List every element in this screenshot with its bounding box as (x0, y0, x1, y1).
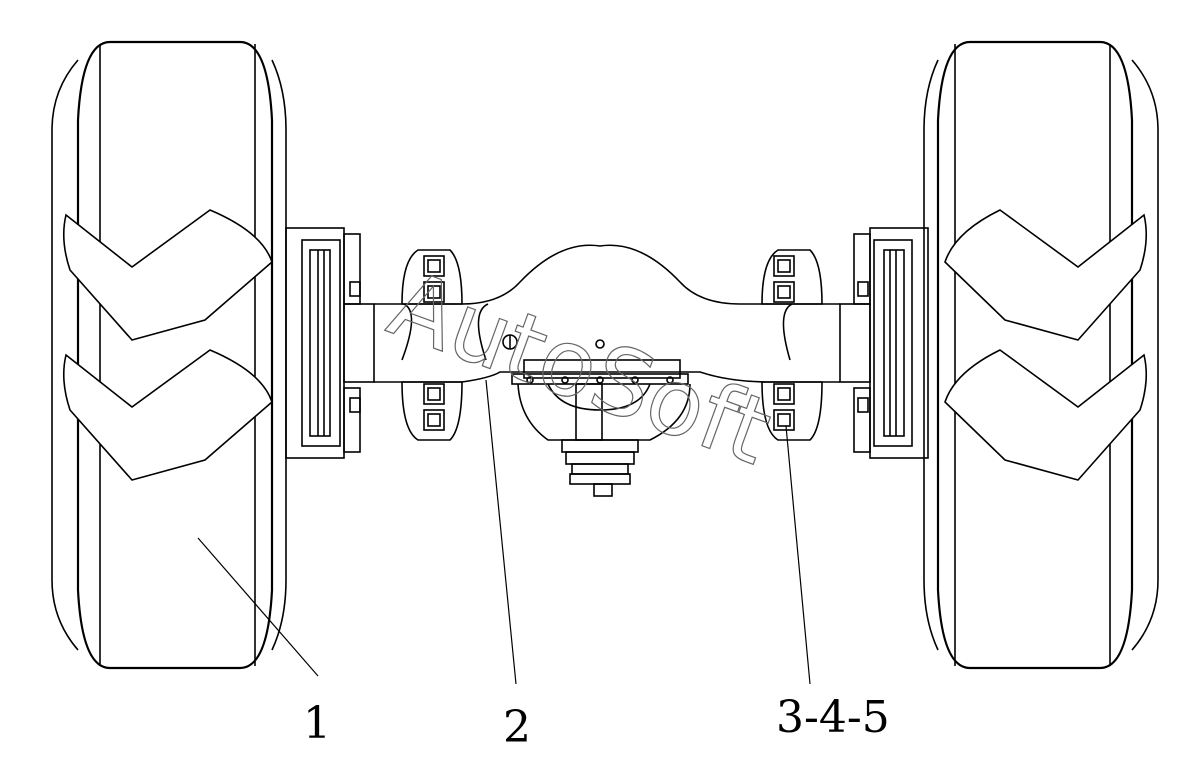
left-upper-bracket (401, 249, 463, 305)
axle-housing (374, 244, 840, 383)
leader-line-3 (785, 425, 811, 685)
right-lower-bracket (761, 381, 823, 441)
leader-line-1 (197, 537, 319, 677)
watermark: AutoSoft (376, 250, 784, 486)
differential (502, 334, 691, 497)
left-hub (285, 227, 375, 459)
left-wheel (51, 40, 287, 670)
right-wheel (923, 40, 1159, 670)
leader-line-2 (485, 379, 517, 685)
callout-label-1: 1 (303, 698, 331, 749)
right-hub (839, 227, 929, 459)
callout-label-2: 2 (503, 702, 531, 753)
left-lower-bracket (401, 381, 463, 441)
callout-label-3: 3-4-5 (776, 692, 890, 743)
right-upper-bracket (761, 249, 823, 305)
